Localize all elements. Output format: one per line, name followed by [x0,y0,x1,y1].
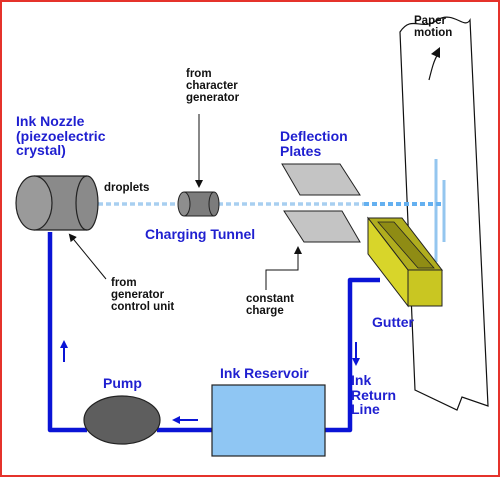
deflection-plates-line-1: Deflection [280,128,348,144]
ink-nozzle [15,175,99,231]
ink-nozzle-label-line-3: crystal) [16,142,66,159]
deflection-plates-line-2: Plates [280,142,322,159]
droplets-label: droplets [104,182,150,194]
deflection-plate-bottom [283,210,361,243]
ink-reservoir-label: Ink Reservoir [220,365,309,381]
paper-motion-line-1: Paper [414,15,446,27]
constant-charge-line-2: charge [246,305,284,318]
constant-charge-line-1: constant [246,293,294,305]
ink-pipe [47,232,380,433]
paper-motion-label: Paper motion [414,15,452,39]
constant-charge-label: constant charge [246,293,294,317]
gutter-label: Gutter [372,314,414,330]
from-generator-control-unit-line-3: control unit [111,301,175,314]
flow-arrow-left [172,416,198,424]
paper-motion-line-2: motion [414,27,453,40]
ink-nozzle-label: Ink Nozzle (piezoelectric crystal) [16,114,105,158]
charging-tunnel-label: Charging Tunnel [145,226,256,242]
ink-return-line-line-2: Return [351,386,397,403]
deflection-plate-top [281,163,361,196]
printed-marks [434,159,446,262]
from-character-generator-label: from character generator [186,68,239,104]
ink-reservoir [211,384,326,457]
from-character-generator-line-2: character [186,80,238,93]
from-generator-control-unit-label: from generator control unit [111,277,174,313]
pointer-constant-charge [265,246,302,290]
deflection-plates-label: Deflection Plates [280,129,348,158]
from-character-generator-line-3: generator [186,92,240,105]
ink-nozzle-label-line-2: (piezoelectric [16,127,106,144]
ink-nozzle-label-line-1: Ink Nozzle [16,113,85,129]
pump-label: Pump [103,375,142,391]
pump [83,395,161,445]
charging-tunnel [177,191,220,217]
pointer-generator-control-unit [68,233,107,280]
from-generator-control-unit-line-2: generator [111,289,165,302]
flow-arrow-up [60,340,68,362]
flow-arrow-down [352,342,360,366]
ink-return-line-line-1: Ink [351,372,372,388]
from-character-generator-line-1: from [186,68,212,80]
paper-motion-arrow [428,47,440,81]
ink-return-line-line-3: Line [351,401,380,418]
gutter [366,216,444,308]
from-generator-control-unit-line-1: from [111,277,137,289]
ink-return-line-label: Ink Return Line [351,373,396,417]
